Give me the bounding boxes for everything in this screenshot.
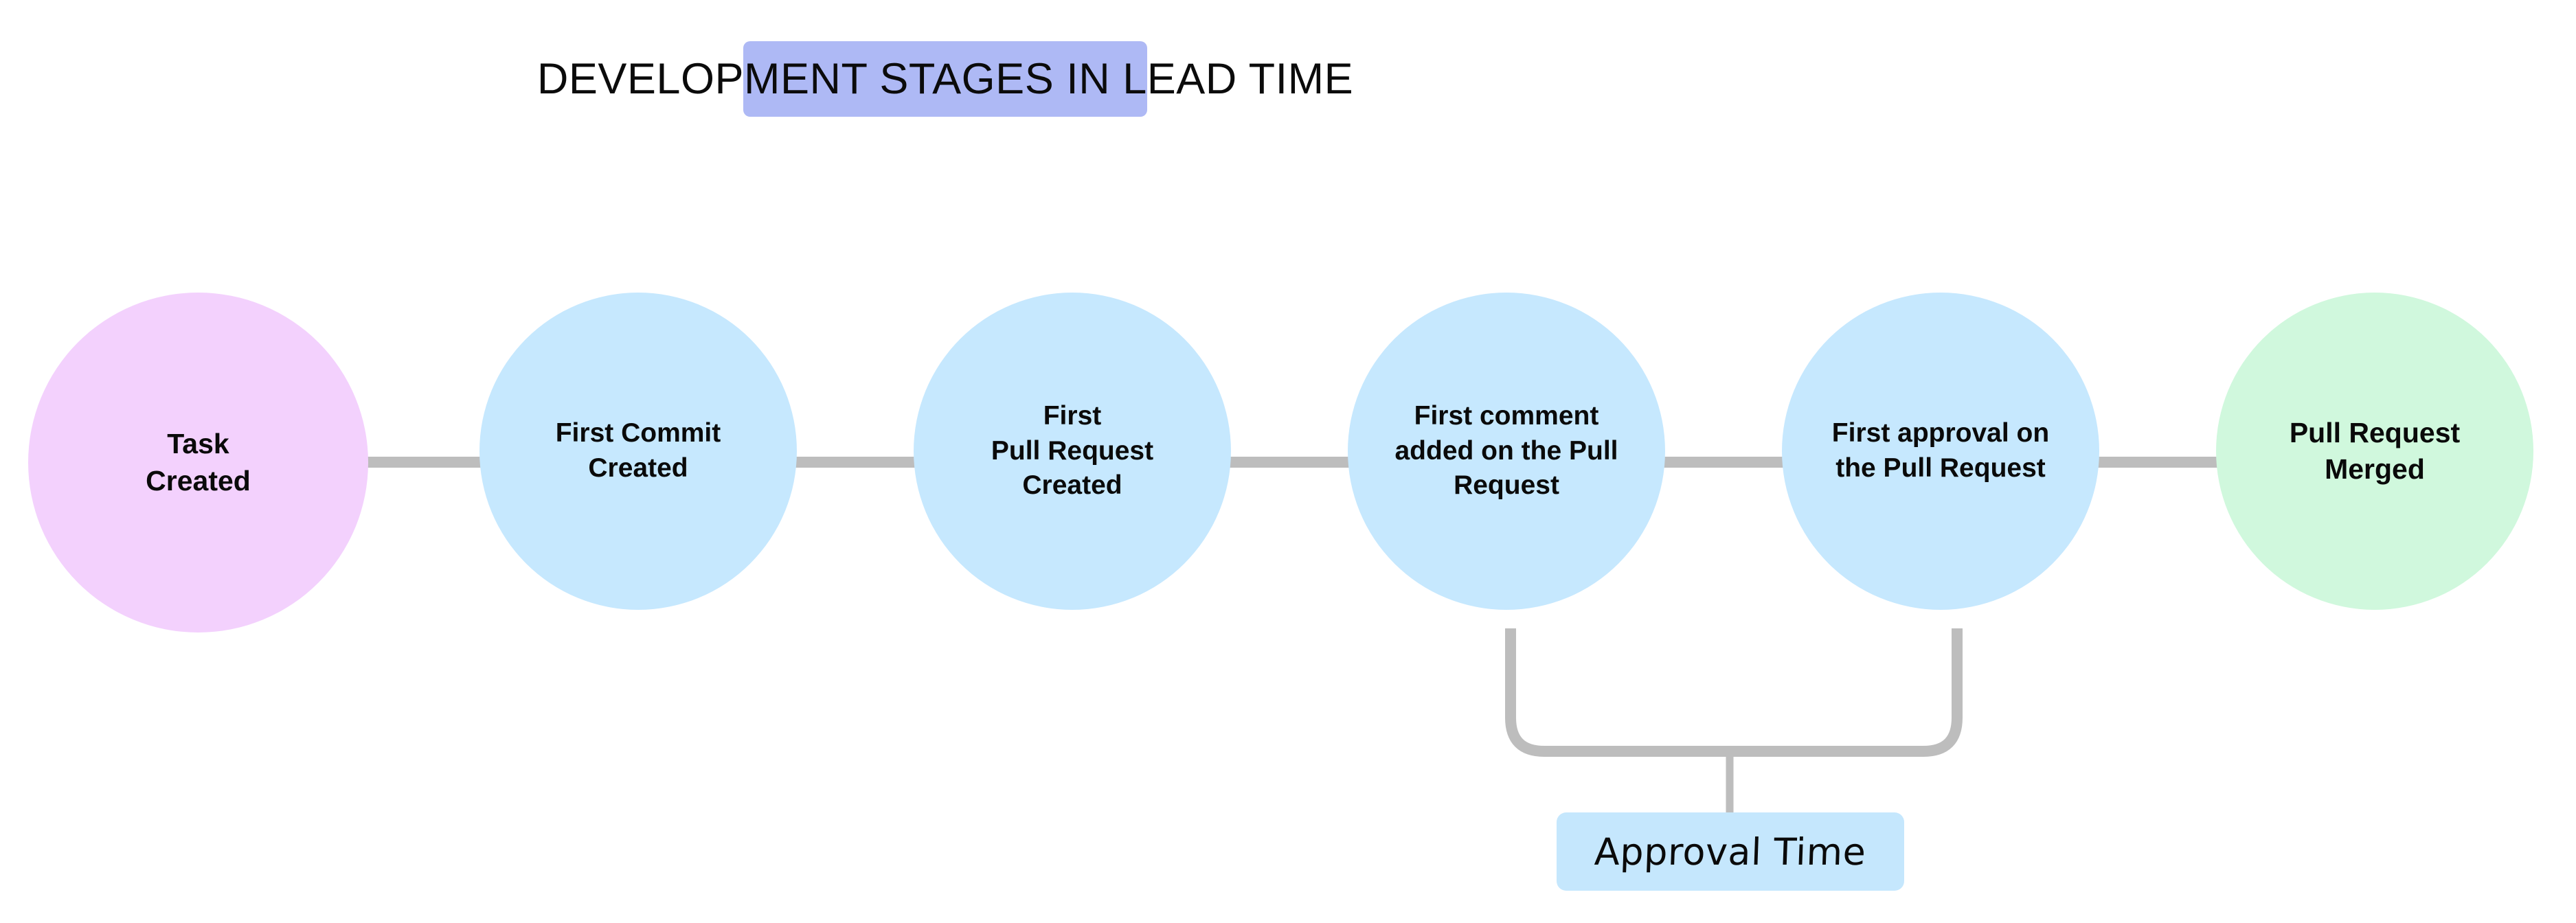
page-title: DEVELOPMENT STAGES IN LEAD TIME	[536, 54, 1354, 103]
stage-label: First approval on the Pull Request	[1831, 418, 2050, 483]
diagram-title-banner: DEVELOPMENT STAGES IN LEAD TIME	[537, 41, 1353, 117]
annotation-badge-approval-time[interactable]: Approval Time	[1557, 812, 1904, 891]
stage-node-task-created[interactable]: Task Created	[28, 293, 368, 633]
stage-label: First comment added on the Pull Request	[1394, 400, 1618, 501]
annotation-bracket	[1505, 628, 1963, 757]
stage-label: Pull Request Merged	[2289, 416, 2461, 485]
stage-node-first-comment-on-pull-request[interactable]: First comment added on the Pull Request	[1348, 293, 1665, 610]
stage-node-pull-request-merged[interactable]: Pull Request Merged	[2216, 293, 2533, 610]
stage-label: Task Created	[146, 428, 251, 497]
stage-node-first-approval-on-pull-request[interactable]: First approval on the Pull Request	[1782, 293, 2099, 610]
annotation-label: Approval Time	[1594, 830, 1867, 874]
stage-node-first-commit-created[interactable]: First Commit Created	[479, 293, 797, 610]
stage-label: First Commit Created	[555, 418, 721, 483]
stage-label: First Pull Request Created	[991, 400, 1154, 501]
stage-node-first-pull-request-created[interactable]: First Pull Request Created	[914, 293, 1231, 610]
